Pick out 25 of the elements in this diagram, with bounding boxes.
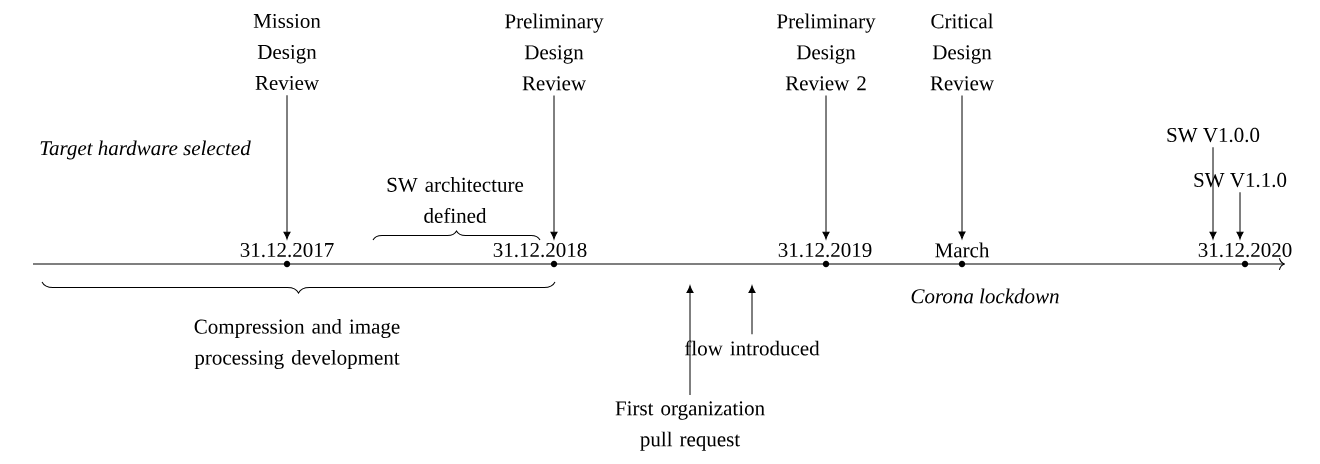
annotation: Target hardware selected — [40, 140, 251, 160]
arrow — [822, 95, 830, 240]
arrow — [1209, 146, 1217, 240]
milestone-label: First organization pull request — [615, 401, 765, 451]
annotation: SW architecture defined — [387, 177, 524, 223]
milestone-label: March — [935, 242, 990, 258]
annotation: Compression and image processing development — [194, 318, 400, 370]
milestone-label: 31.12.2018 — [493, 242, 587, 258]
milestone-label: Mission Design Review — [253, 13, 321, 91]
annotation: Corona lockdown — [911, 288, 1059, 304]
arrow — [686, 285, 694, 396]
arrow — [550, 95, 558, 240]
arrow — [283, 94, 291, 240]
arrow — [958, 95, 966, 240]
milestone-label: flow introduced — [685, 340, 820, 356]
arrow — [748, 285, 756, 335]
milestone-label: Critical Design Review — [930, 13, 994, 91]
arrow — [1236, 191, 1244, 240]
milestone-label: 31.12.2019 — [778, 242, 872, 258]
milestone-label: Preliminary Design Review 2 — [777, 13, 876, 91]
milestone-label: SW V1.1.0 — [1194, 172, 1287, 188]
milestone-label: 31.12.2017 — [240, 242, 334, 258]
milestone-label: Preliminary Design Review — [505, 13, 604, 91]
milestone-label: 31.12.2020 — [1198, 242, 1292, 258]
milestone-label: SW V1.0.0 — [1167, 127, 1260, 143]
